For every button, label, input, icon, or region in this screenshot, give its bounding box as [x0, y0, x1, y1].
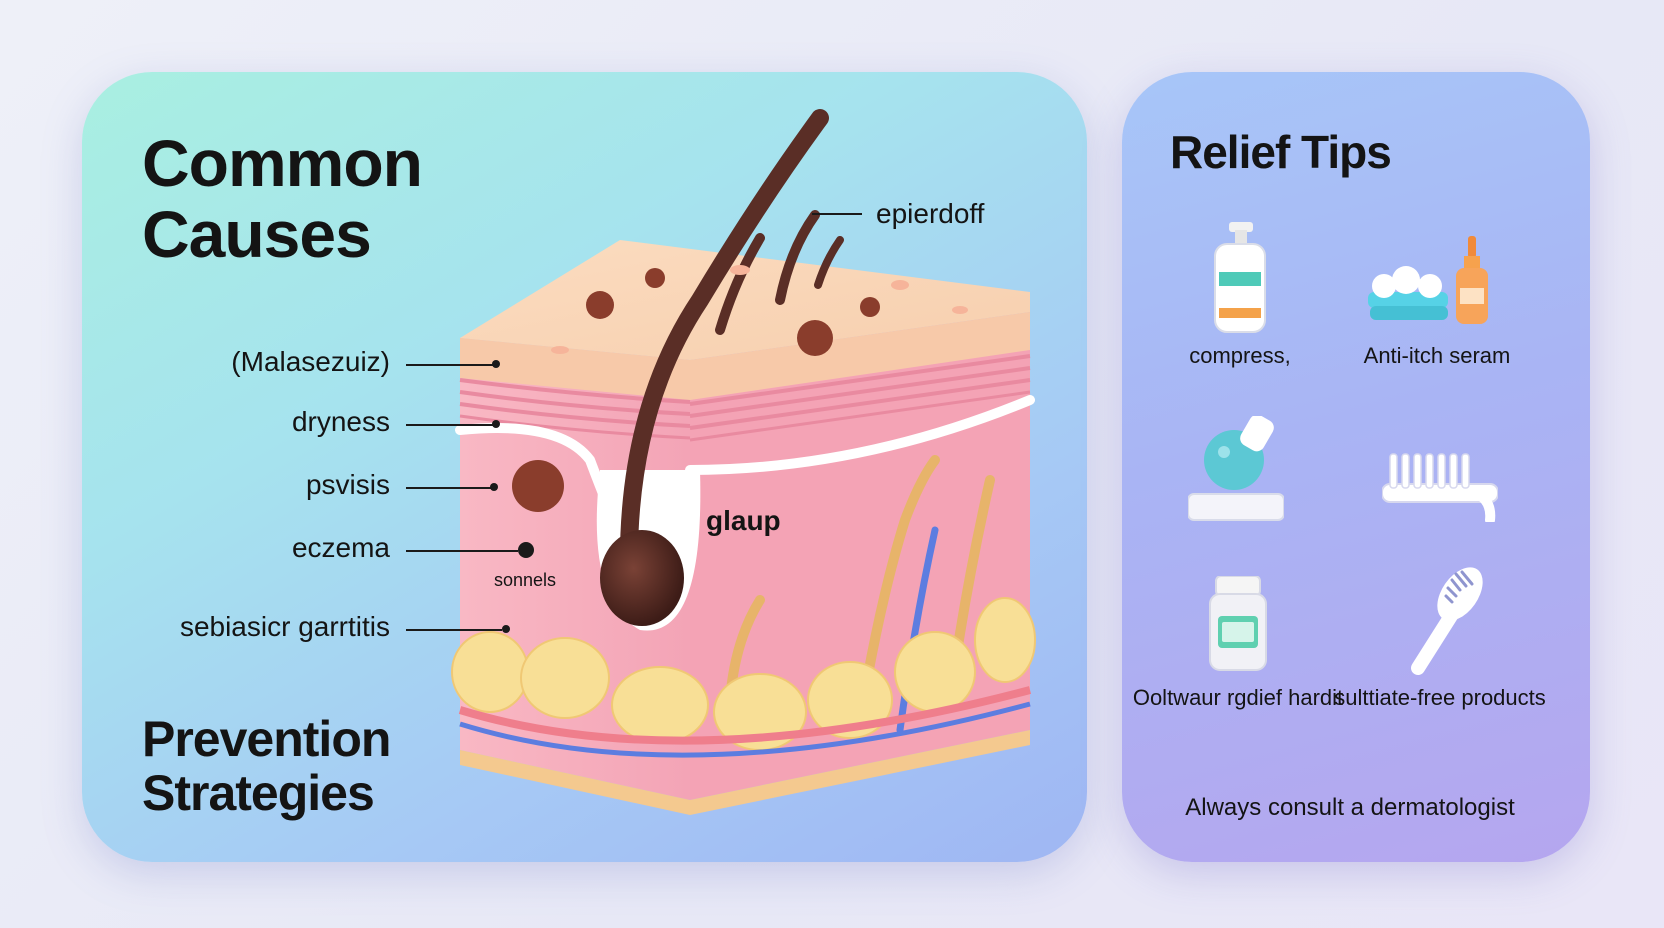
tip-sulfate-free-label: sulttiate-free products [1334, 685, 1546, 710]
hair-brush-icon [1411, 567, 1483, 675]
dermatologist-note: Always consult a dermatologist [1185, 794, 1515, 821]
dandruff-flakes [512, 268, 880, 512]
common-causes-heading: Common Causes [142, 126, 423, 272]
tip-medicated-shampoo-label: Ooltwaur rgdief hardit [1132, 685, 1344, 710]
cotton-and-serum-icon [1368, 236, 1488, 324]
cause-dryness: dryness [291, 406, 390, 437]
cause-seborrheic-dermatitis: sebiasicr garrtitis [179, 611, 390, 642]
epidermis-layer [460, 338, 690, 400]
fat-lobules [451, 597, 1036, 751]
wide-comb-icon [1382, 453, 1498, 522]
cause-malassezia: (Malasezuiz) [231, 346, 390, 377]
tip-anti-itch-serum-label: Anti-itch seram [1363, 343, 1511, 368]
tip-compress-label: compress, [1189, 343, 1291, 368]
pump-bottle-icon [1214, 222, 1266, 333]
hair-shaft [619, 109, 829, 609]
prevention-strategies-heading: Prevention Strategies [142, 711, 391, 821]
cause-psoriasis: psvisis [305, 469, 390, 500]
relief-tips-panel [1122, 72, 1590, 862]
epidermis-label: epierdoff [876, 198, 985, 229]
skin-top-face [460, 240, 1030, 360]
small-label: sonnels [494, 570, 557, 590]
hair-bulb [600, 530, 684, 626]
medicine-jar-icon [1209, 576, 1267, 671]
gland-label: glaup [706, 505, 781, 536]
scalp-applicator-icon [1188, 416, 1284, 521]
cause-eczema: eczema [291, 532, 390, 563]
relief-tips-heading: Relief Tips [1170, 126, 1392, 178]
